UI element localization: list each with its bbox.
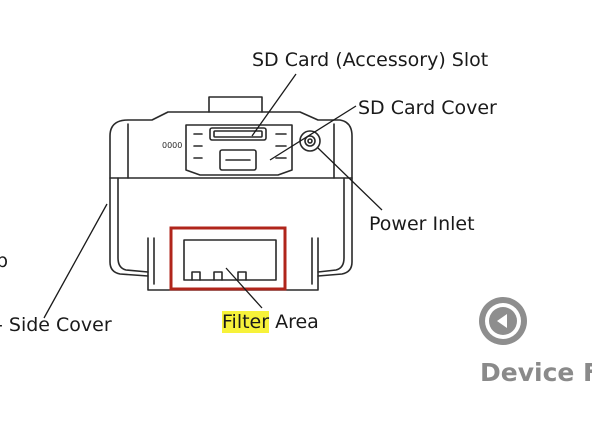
power-inlet [299, 130, 321, 152]
label-side-cover: - Side Cover [0, 314, 112, 336]
label-sd-card-slot: SD Card (Accessory) Slot [252, 49, 489, 71]
label-sd-card-cover: SD Card Cover [358, 97, 497, 119]
filter-highlighted-word: Filter [222, 311, 270, 333]
device-top-block [208, 96, 263, 113]
leader-filter-area [225, 267, 263, 309]
label-power-inlet: Power Inlet [369, 213, 475, 235]
leader-side-cover [43, 203, 108, 319]
chevron-left-icon [497, 314, 507, 328]
device-features-title: Device Fe [480, 358, 592, 387]
filter-inner [183, 239, 277, 281]
label-left-fragment: p [0, 250, 9, 272]
label-filter-area: Filter Area [222, 311, 319, 333]
leader-power-inlet [317, 147, 383, 211]
back-button[interactable] [479, 297, 527, 345]
leader-sd-cover [269, 105, 357, 161]
device-marking: 0000 [162, 141, 182, 150]
sd-card-cover [219, 149, 257, 171]
leader-sd-slot [251, 73, 297, 137]
sd-slot-housing [185, 124, 293, 176]
device-lower-body [109, 177, 353, 277]
sd-card-slot [209, 127, 267, 141]
device-upper-body [109, 111, 353, 179]
filter-highlight-box [169, 226, 287, 291]
